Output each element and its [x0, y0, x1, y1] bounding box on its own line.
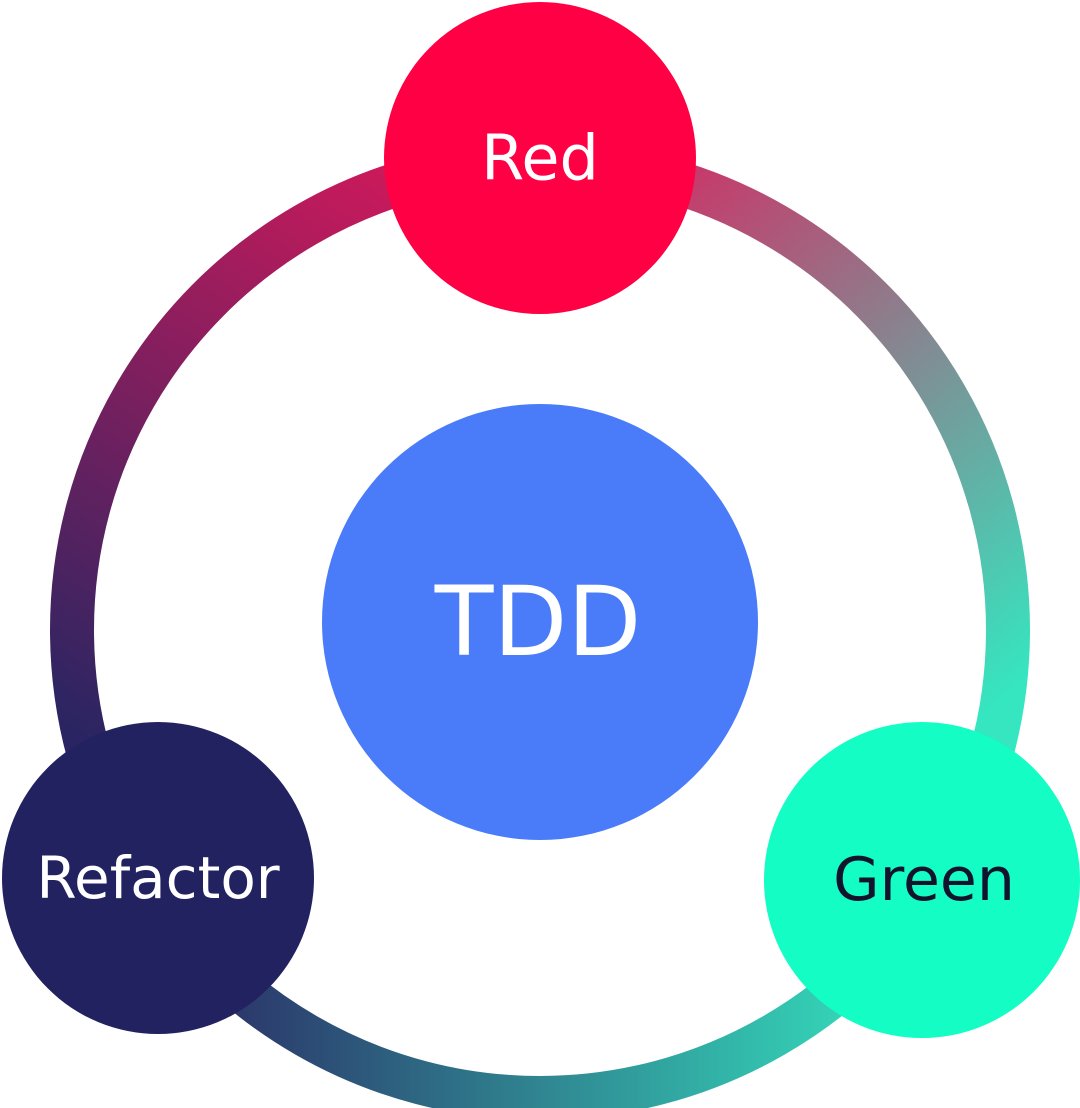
node-refactor: Refactor	[2, 722, 314, 1034]
center-label: TDD	[434, 566, 641, 678]
center-node-tdd: TDD	[322, 404, 758, 840]
node-green-label: Green	[833, 845, 1015, 915]
node-refactor-label: Refactor	[36, 844, 279, 912]
node-red: Red	[384, 2, 696, 314]
node-green: Green	[764, 722, 1080, 1038]
node-red-label: Red	[481, 122, 599, 195]
